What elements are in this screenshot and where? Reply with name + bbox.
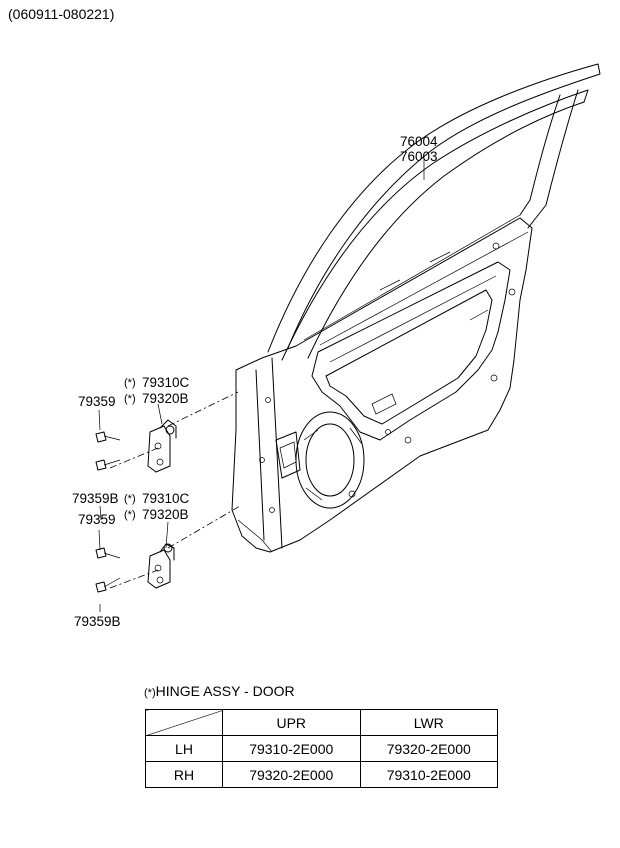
table-row: RH 79320-2E000 79310-2E000 (145, 761, 498, 788)
header-date-range: (060911-080221) (8, 6, 115, 22)
table-row: LH 79310-2E000 79320-2E000 (145, 735, 498, 762)
callout-upper-79310c: 79310C (142, 375, 190, 390)
row-label-rh: RH (145, 761, 223, 788)
callout-upper-79320b: 79320B (142, 391, 189, 406)
legend-title: (*)HINGE ASSY - DOOR (144, 683, 295, 699)
asterisk-mark-upper-b: (*) (124, 393, 136, 405)
leader-lines (98, 158, 425, 612)
legend-marker: (*) (144, 687, 156, 699)
callout-76003: 76003 (400, 149, 438, 164)
door-shell-drawing (231, 63, 601, 553)
cell-rh-lwr: 79310-2E000 (359, 761, 498, 788)
row-label-lh: LH (145, 735, 223, 762)
asterisk-mark-upper-a: (*) (124, 377, 136, 389)
callout-upper-79359: 79359 (78, 394, 116, 409)
cell-lh-lwr: 79320-2E000 (359, 735, 498, 762)
lower-hinge-assembly (95, 543, 175, 593)
cell-lh-upr: 79310-2E000 (222, 735, 361, 762)
asterisk-mark-lower-b: (*) (124, 509, 136, 521)
table-corner-cell (145, 709, 223, 736)
hinge-parts-table: UPR LWR LH 79310-2E000 79320-2E000 RH 79… (145, 709, 498, 788)
legend-title-text: HINGE ASSY - DOOR (155, 683, 295, 699)
callout-lower-79359: 79359 (78, 512, 116, 527)
callout-lower-79320b: 79320B (142, 507, 189, 522)
upper-hinge-assembly (95, 419, 177, 473)
callout-lower-79359b: 79359B (74, 614, 121, 629)
callout-lower-79310c: 79310C (142, 491, 190, 506)
callout-76004: 76004 (400, 134, 438, 149)
asterisk-mark-lower-a: (*) (124, 493, 136, 505)
column-header-lwr: LWR (359, 709, 498, 736)
table-header-row: UPR LWR (145, 709, 498, 736)
column-header-upr: UPR (222, 709, 361, 736)
cell-rh-upr: 79320-2E000 (222, 761, 361, 788)
callout-upper-79359b: 79359B (72, 491, 119, 506)
